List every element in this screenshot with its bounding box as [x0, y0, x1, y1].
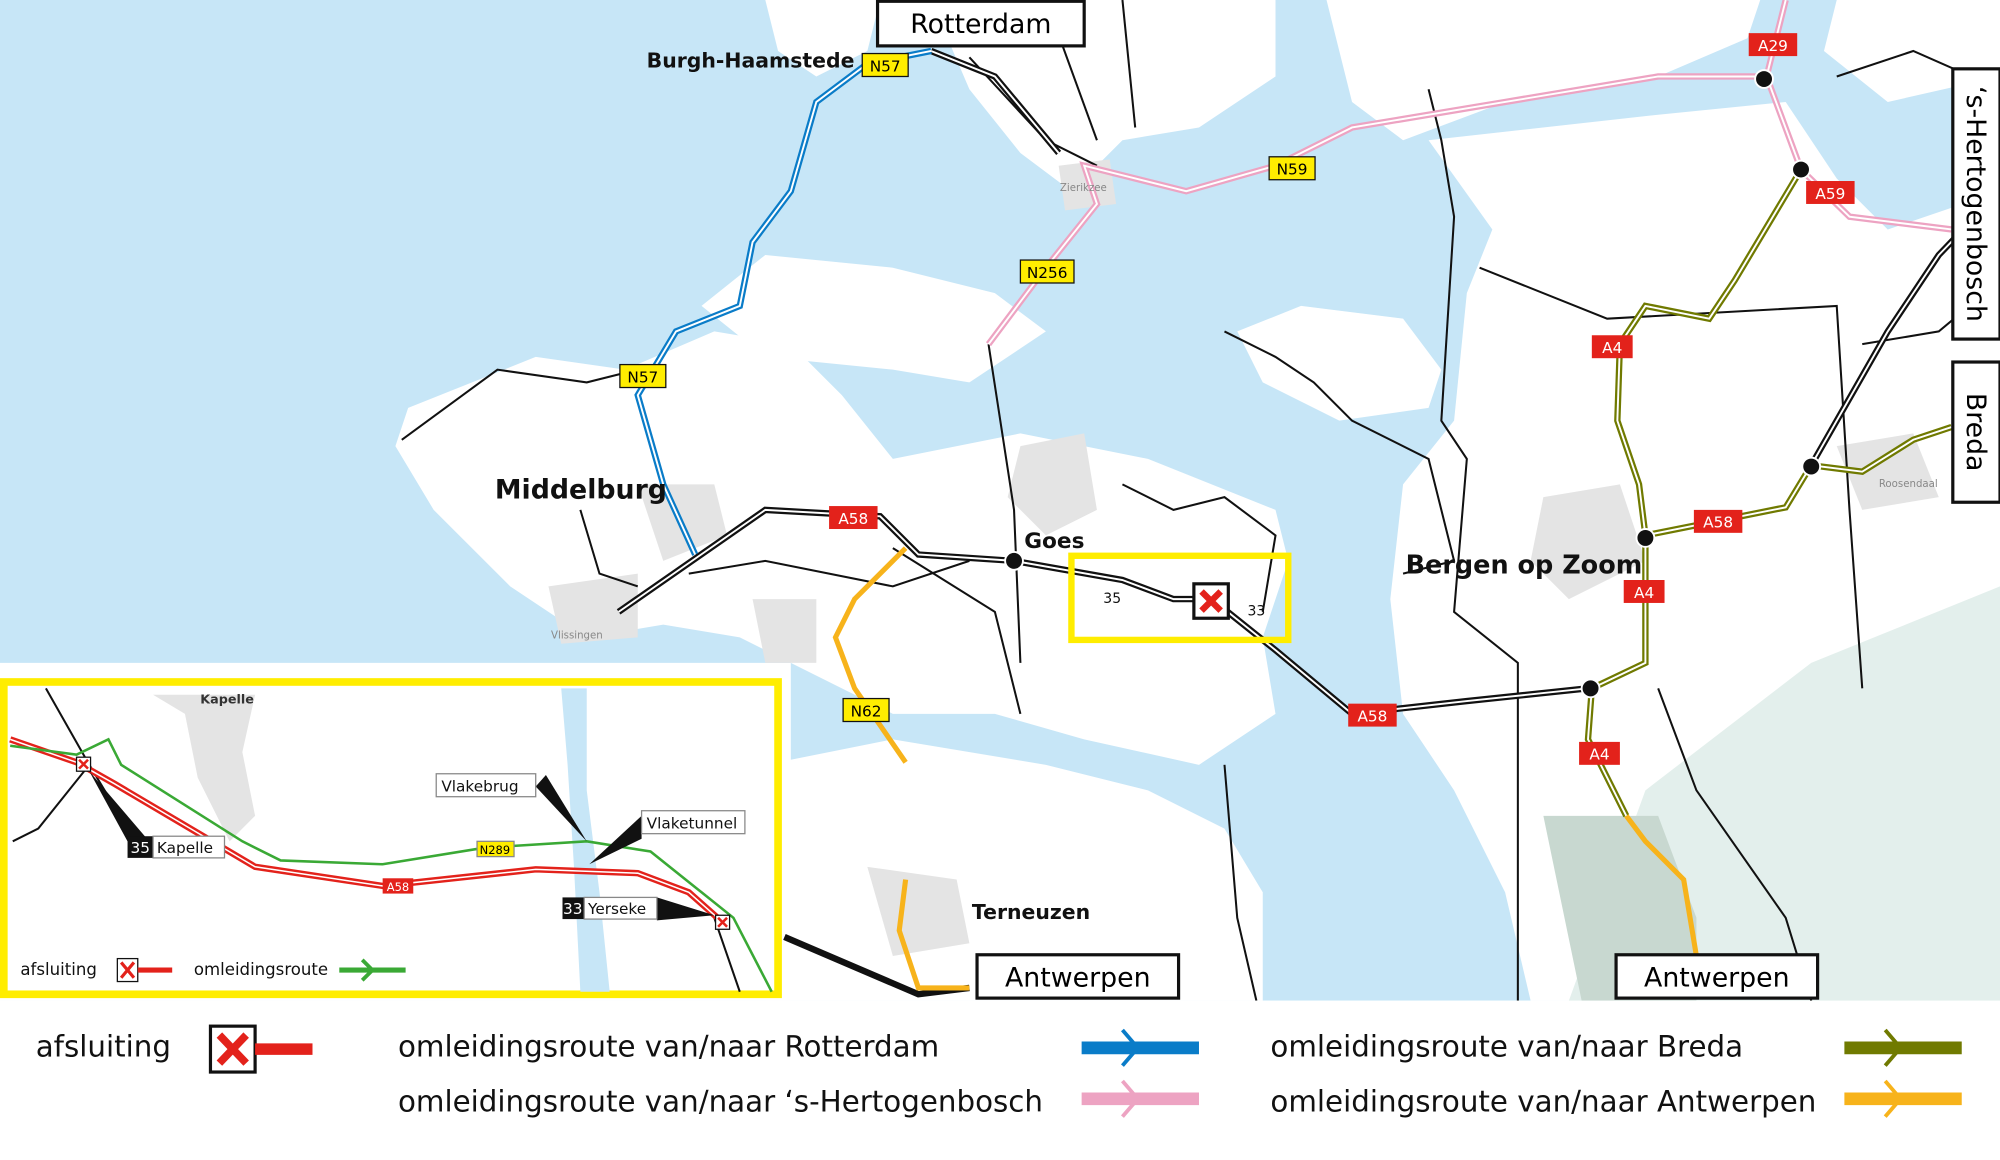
legend-breda-arrow-icon: [1844, 1028, 1962, 1067]
svg-text:A58: A58: [1357, 707, 1387, 725]
city-zierikzee: Zierikzee: [1060, 183, 1107, 194]
closure-highlight-box: [1068, 552, 1292, 644]
svg-text:A4: A4: [1602, 339, 1622, 357]
shield-a59: A59: [1806, 181, 1855, 204]
legend-antwerpen-arrow-icon: [1844, 1079, 1962, 1118]
svg-text:Kapelle: Kapelle: [157, 839, 213, 857]
inset-vlaketunnel: Vlaketunnel: [640, 810, 746, 835]
svg-text:Vlakebrug: Vlakebrug: [441, 778, 518, 796]
legend-closure-label: afsluiting: [36, 1030, 171, 1064]
shield-a29: A29: [1748, 33, 1798, 57]
shield-a4-south: A4: [1579, 741, 1620, 765]
shield-n256: N256: [1019, 259, 1075, 284]
inset-town-kapelle: Kapelle: [200, 693, 254, 708]
svg-text:A4: A4: [1589, 746, 1609, 764]
svg-text:Breda: Breda: [1960, 393, 1991, 472]
destination-antwerpen-east: Antwerpen: [1614, 953, 1820, 1000]
legend-antwerpen-label: omleidingsroute van/naar Antwerpen: [1270, 1085, 1816, 1119]
svg-text:A58: A58: [1703, 514, 1733, 532]
inset-exit-33: 33 Yerseke: [562, 896, 658, 920]
destination-antwerpen-west: Antwerpen: [975, 953, 1181, 1000]
shield-a58-west: A58: [829, 506, 878, 530]
destination-rotterdam: Rotterdam: [875, 0, 1086, 48]
svg-text:N256: N256: [1027, 264, 1068, 282]
exit-35-label: 35: [1103, 591, 1121, 607]
shield-a58-east: A58: [1693, 509, 1743, 533]
legend-rotterdam-label: omleidingsroute van/naar Rotterdam: [398, 1030, 939, 1064]
inset-exit-35: 35 Kapelle: [127, 835, 226, 859]
inset-legend-detour-symbol: [339, 958, 406, 982]
junctions: [1004, 69, 1822, 699]
inset-closure-35: [75, 756, 92, 772]
svg-text:A58: A58: [387, 880, 409, 894]
closure-icon: [1192, 582, 1230, 620]
svg-text:A4: A4: [1634, 584, 1654, 602]
svg-text:Antwerpen: Antwerpen: [1005, 963, 1151, 994]
shield-n59: N59: [1268, 156, 1316, 181]
inset-legend-detour: omleidingsroute: [194, 960, 328, 979]
svg-text:Rotterdam: Rotterdam: [910, 9, 1051, 40]
inset-closure-33: [714, 914, 731, 930]
legend-breda-label: omleidingsroute van/naar Breda: [1270, 1030, 1743, 1064]
svg-text:A58: A58: [838, 510, 868, 528]
legend-hertogenbosch-label: omleidingsroute van/naar ‘s-Hertogenbosc…: [398, 1085, 1043, 1119]
city-goes: Goes: [1024, 529, 1084, 554]
legend-rotterdam-arrow-icon: [1081, 1028, 1199, 1067]
inset-shield-n289: N289: [476, 840, 515, 858]
inset-vlakebrug: Vlakebrug: [435, 773, 537, 798]
route-rotterdam: [634, 47, 932, 556]
svg-text:‘s-Hertogenbosch: ‘s-Hertogenbosch: [1960, 86, 1991, 322]
inset-shield-a58: A58: [382, 878, 414, 894]
shield-a4-mid: A4: [1623, 580, 1665, 603]
destination-breda: Breda: [1951, 360, 2000, 504]
svg-text:N289: N289: [480, 843, 510, 857]
legend-closure-icon: [208, 1024, 313, 1074]
shield-n62: N62: [842, 697, 890, 723]
legend: afsluiting omleidingsroute van/naar Rott…: [0, 1000, 2000, 1160]
svg-text:A59: A59: [1815, 185, 1845, 203]
svg-text:N59: N59: [1277, 161, 1308, 179]
road-shields: N57 N57 N59 N256 N62 A58 A58 A58 A4 A4 A…: [619, 33, 1855, 765]
city-middelburg: Middelburg: [495, 474, 667, 505]
destination-hertogenbosch: ‘s-Hertogenbosch: [1951, 67, 2000, 341]
inset-legend-closure: afsluiting: [20, 960, 96, 979]
svg-text:N57: N57: [870, 57, 901, 75]
exit-33-label: 33: [1247, 604, 1265, 620]
city-terneuzen: Terneuzen: [972, 900, 1090, 924]
svg-text:35: 35: [131, 839, 150, 857]
svg-text:33: 33: [563, 900, 582, 918]
svg-text:Antwerpen: Antwerpen: [1644, 963, 1790, 994]
svg-text:N57: N57: [627, 368, 658, 386]
shield-a4-north: A4: [1591, 335, 1633, 359]
svg-text:N62: N62: [851, 702, 882, 720]
city-bergen-op-zoom: Bergen op Zoom: [1406, 551, 1643, 581]
svg-text:A29: A29: [1758, 37, 1788, 55]
shield-a58-south: A58: [1348, 703, 1397, 727]
inset-legend-closure-symbol: [116, 957, 173, 983]
city-roosendaal: Roosendaal: [1879, 479, 1938, 490]
legend-hertogenbosch-arrow-icon: [1081, 1079, 1199, 1118]
city-vlissingen: Vlissingen: [551, 631, 603, 642]
svg-text:Yerseke: Yerseke: [587, 900, 646, 918]
city-burgh-haamstede: Burgh-Haamstede: [647, 49, 855, 73]
shield-n57-north: N57: [861, 52, 909, 78]
svg-text:Vlaketunnel: Vlaketunnel: [647, 815, 738, 833]
shield-n57-south: N57: [619, 363, 667, 389]
